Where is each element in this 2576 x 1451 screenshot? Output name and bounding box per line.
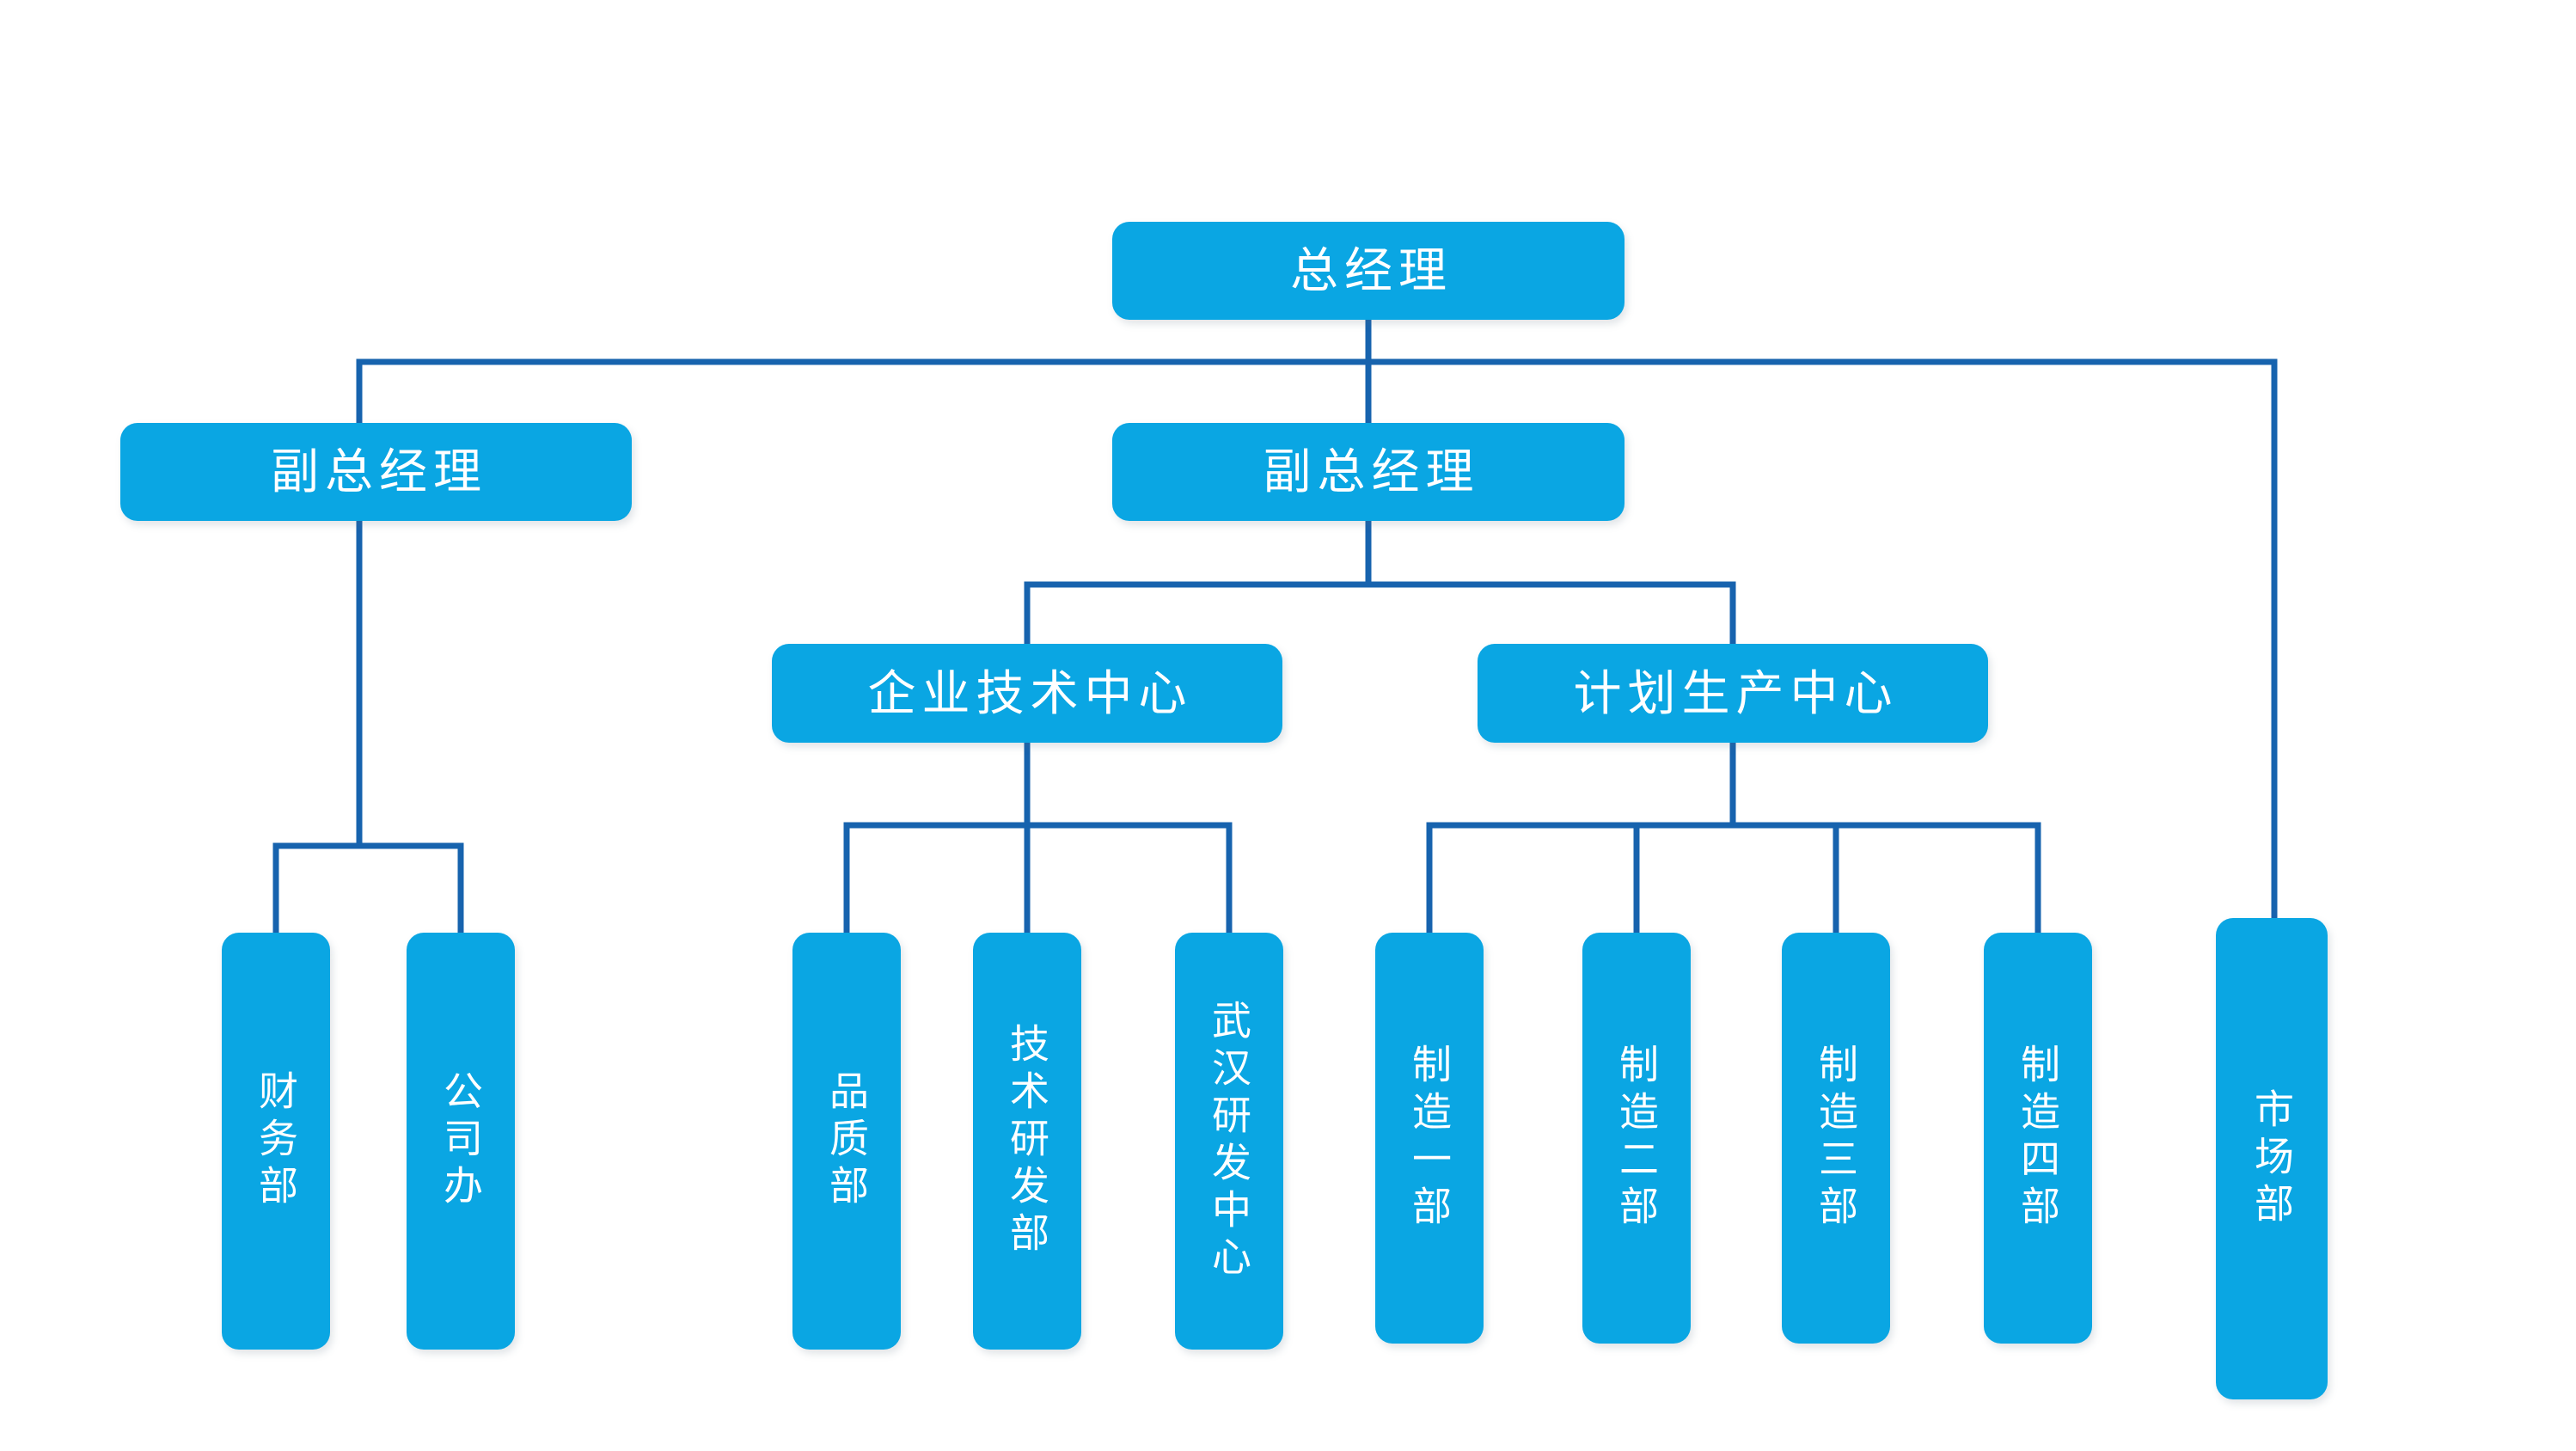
node-manufacturing-dept-3: 制造三部: [1782, 933, 1890, 1344]
node-deputy-gm-left: 副总经理: [120, 423, 632, 521]
node-manufacturing-dept-1-label: 制造一部: [1407, 1044, 1452, 1233]
node-quality-dept: 品质部: [792, 933, 901, 1350]
node-company-office-label: 公司办: [438, 1070, 483, 1212]
node-marketing-dept-label: 市场部: [2249, 1087, 2294, 1230]
node-deputy-gm-center: 副总经理: [1112, 423, 1625, 521]
node-manufacturing-dept-2-label: 制造二部: [1614, 1044, 1659, 1233]
node-deputy-gm-center-label: 副总经理: [1263, 444, 1480, 499]
node-finance-dept-label: 财务部: [254, 1070, 298, 1212]
node-manufacturing-dept-2: 制造二部: [1582, 933, 1691, 1344]
node-manufacturing-dept-3-label: 制造三部: [1814, 1044, 1858, 1233]
node-planning-production-center: 计划生产中心: [1478, 644, 1988, 743]
node-tech-rd-dept: 技术研发部: [973, 933, 1081, 1350]
node-deputy-gm-left-label: 副总经理: [271, 444, 487, 499]
node-manufacturing-dept-4-label: 制造四部: [2016, 1044, 2060, 1233]
node-wuhan-rd-center-label: 武汉研发中心: [1207, 999, 1251, 1283]
node-general-manager-label: 总经理: [1290, 243, 1453, 297]
node-company-office: 公司办: [407, 933, 515, 1350]
edge-root-bracket: [356, 358, 2278, 920]
node-enterprise-tech-center-label: 企业技术中心: [867, 665, 1193, 720]
edge-planning-center-bracket: [1426, 822, 2041, 934]
node-tech-rd-dept-label: 技术研发部: [1005, 1023, 1049, 1259]
node-manufacturing-dept-4: 制造四部: [1984, 933, 2092, 1344]
node-enterprise-tech-center: 企业技术中心: [772, 644, 1282, 743]
node-wuhan-rd-center: 武汉研发中心: [1175, 933, 1283, 1350]
node-finance-dept: 财务部: [222, 933, 330, 1350]
edge-deputy-left-bracket: [272, 842, 464, 934]
node-quality-dept-label: 品质部: [824, 1070, 869, 1212]
edge-tech-center-bracket: [843, 822, 1233, 934]
node-manufacturing-dept-1: 制造一部: [1375, 933, 1484, 1344]
node-planning-production-center-label: 计划生产中心: [1573, 665, 1899, 720]
node-marketing-dept: 市场部: [2216, 918, 2328, 1399]
edge-deputy-center-bracket: [1024, 581, 1736, 646]
node-general-manager: 总经理: [1112, 222, 1625, 320]
